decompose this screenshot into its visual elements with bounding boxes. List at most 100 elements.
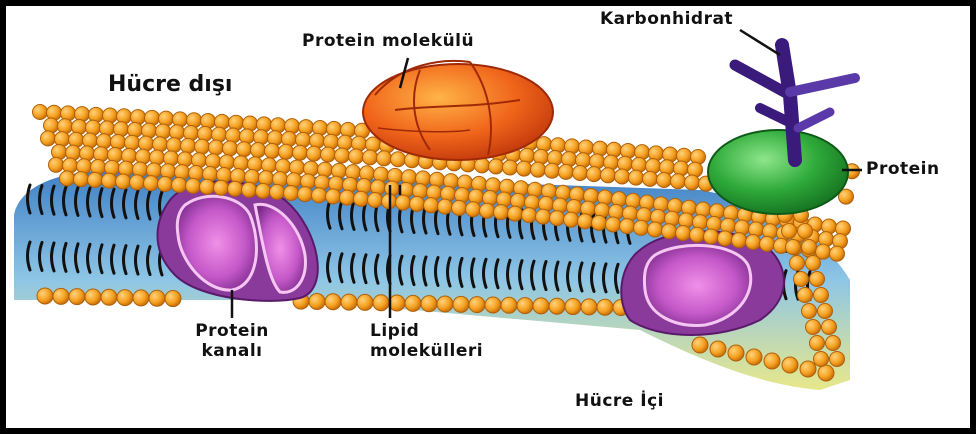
lipid-head <box>704 229 719 244</box>
lipid-head <box>806 256 821 271</box>
lipid-head <box>746 235 761 250</box>
lipid-head <box>214 180 229 195</box>
lipid-head <box>800 361 816 377</box>
lipid-head <box>298 187 313 202</box>
lipid-head <box>312 188 327 203</box>
lipid-head <box>228 181 243 196</box>
lipid-head <box>810 272 825 287</box>
lipid-head <box>437 296 453 312</box>
lipid-head <box>60 171 75 186</box>
lipid-head <box>186 178 201 193</box>
lipid-head <box>111 134 126 149</box>
lipid-head <box>489 159 504 174</box>
lipid-head <box>167 138 182 153</box>
lipid-head <box>671 174 686 189</box>
label-lipid-line2: molekülleri <box>370 342 483 362</box>
label-inside: Hücre İçi <box>575 392 664 412</box>
lipid-head <box>270 184 285 199</box>
lipid-head <box>782 357 798 373</box>
lipid-head <box>88 172 103 187</box>
lipid-head <box>368 193 383 208</box>
lipid-head <box>573 166 588 181</box>
lipid-head <box>550 211 565 226</box>
lipid-head <box>125 135 140 150</box>
lipid-head <box>549 298 565 314</box>
lipid-head <box>405 295 421 311</box>
lipid-head <box>209 140 224 155</box>
lipid-head <box>533 298 549 314</box>
lipid-head <box>153 137 168 152</box>
lipid-head <box>746 349 762 365</box>
lipid-head <box>760 236 775 251</box>
lipid-head <box>165 291 181 307</box>
lipid-head <box>172 177 187 192</box>
lipid-head <box>293 145 308 160</box>
lipid-head <box>634 220 649 235</box>
lipid-head <box>200 179 215 194</box>
lipid-head <box>710 341 726 357</box>
lipid-head <box>466 202 481 217</box>
label-protein-channel-line1: Protein <box>172 322 292 342</box>
lipid-head <box>37 288 53 304</box>
lipid-head <box>195 139 210 154</box>
lipid-head <box>830 246 845 261</box>
lipid-head <box>349 149 364 164</box>
lipid-head <box>69 289 85 305</box>
lipid-head <box>256 183 271 198</box>
lipid-head <box>587 167 602 182</box>
lipid-head <box>326 189 341 204</box>
lipid-head <box>578 214 593 229</box>
lipid-head <box>601 168 616 183</box>
lipid-head <box>764 353 780 369</box>
label-lipid-line1: Lipid <box>370 322 483 342</box>
lipid-head <box>732 233 747 248</box>
green-protein <box>708 130 848 214</box>
lipid-head <box>814 352 829 367</box>
label-lipid-molecules: Lipid molekülleri <box>370 322 483 361</box>
lipid-head <box>396 195 411 210</box>
label-outside: Hücre dışı <box>108 72 232 97</box>
lipid-head <box>818 304 833 319</box>
lipid-head <box>133 290 149 306</box>
lipid-head <box>438 199 453 214</box>
lipid-head <box>798 288 813 303</box>
lipid-head <box>690 227 705 242</box>
lipid-head <box>130 175 145 190</box>
lipid-head <box>782 224 797 239</box>
lipid-head <box>536 209 551 224</box>
lipid-head <box>469 297 485 313</box>
lipid-head <box>49 157 64 172</box>
lipid-head <box>629 170 644 185</box>
lipid-head <box>421 296 437 312</box>
lipid-head <box>592 215 607 230</box>
lipid-head <box>615 169 630 184</box>
lipid-head <box>340 190 355 205</box>
lipid-head <box>620 219 635 234</box>
lipid-head <box>643 171 658 186</box>
lipid-head <box>341 294 357 310</box>
lipid-head <box>522 208 537 223</box>
lipid-head <box>325 294 341 310</box>
lipid-head <box>354 191 369 206</box>
lipid-head <box>508 206 523 221</box>
lipid-head <box>116 174 131 189</box>
lipid-head <box>794 272 809 287</box>
lipid-head <box>818 365 834 381</box>
lipid-head <box>53 288 69 304</box>
label-protein-channel: Protein kanalı <box>172 322 292 361</box>
label-protein-channel-line2: kanalı <box>172 342 292 362</box>
lipid-head <box>786 240 801 255</box>
lipid-head <box>452 200 467 215</box>
lipid-head <box>335 148 350 163</box>
lipid-head <box>517 161 532 176</box>
lipid-head <box>139 136 154 151</box>
lipid-head <box>814 288 829 303</box>
lipid-head <box>102 173 117 188</box>
lipid-head <box>501 297 517 313</box>
protein-channel-right <box>621 231 784 335</box>
lipid-head <box>545 163 560 178</box>
lipid-head <box>242 182 257 197</box>
lipid-head <box>181 138 196 153</box>
lipid-head <box>410 196 425 211</box>
